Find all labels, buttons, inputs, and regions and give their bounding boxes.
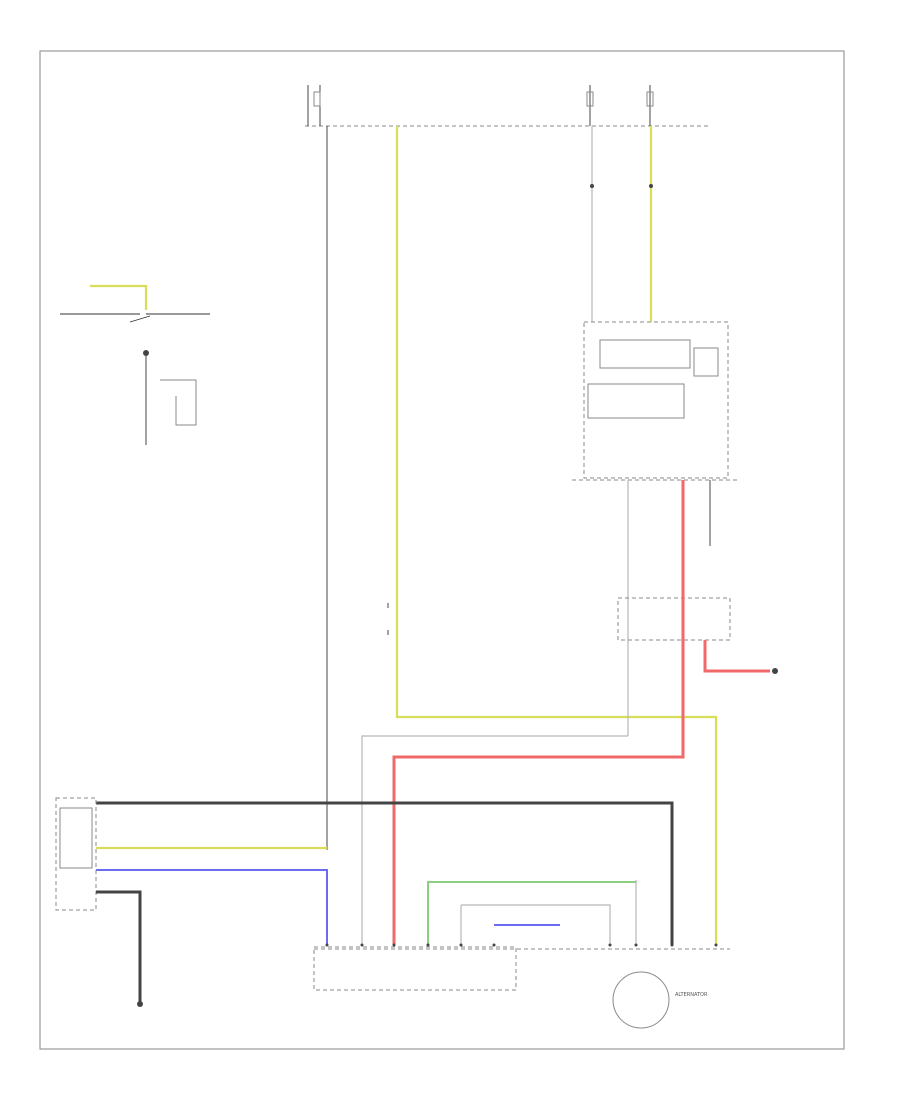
fuse-right bbox=[646, 85, 654, 126]
engine-control-module bbox=[583, 321, 729, 479]
alternator-symbol bbox=[612, 971, 670, 1029]
wire-grey-4 bbox=[461, 904, 611, 945]
fuse-left bbox=[307, 85, 321, 126]
wire-blue-left bbox=[96, 869, 328, 945]
gauge-assembly bbox=[55, 797, 97, 911]
wire-grey-1 bbox=[361, 735, 628, 945]
wire-yellow-main bbox=[395, 126, 718, 945]
fuse-mid bbox=[586, 85, 594, 126]
gauge-inner bbox=[59, 807, 93, 869]
voltage-regulator-connector bbox=[313, 946, 517, 991]
ecm-inner-box-1 bbox=[599, 339, 691, 369]
alternator-label: ALTERNATOR bbox=[675, 992, 708, 998]
diagram-frame bbox=[39, 50, 845, 1050]
bottom-pins bbox=[325, 943, 718, 947]
wire-green bbox=[427, 881, 636, 945]
ignition-switch bbox=[60, 284, 210, 445]
wire-red-relay-to-right bbox=[703, 640, 770, 673]
ecm-inner-box-2 bbox=[693, 347, 719, 377]
relay-box bbox=[617, 597, 731, 641]
wire-black-bus bbox=[96, 801, 674, 945]
wire-red-main bbox=[392, 588, 685, 945]
wire-ground-left bbox=[96, 890, 142, 1002]
ecm-inner-box-3 bbox=[587, 383, 685, 419]
